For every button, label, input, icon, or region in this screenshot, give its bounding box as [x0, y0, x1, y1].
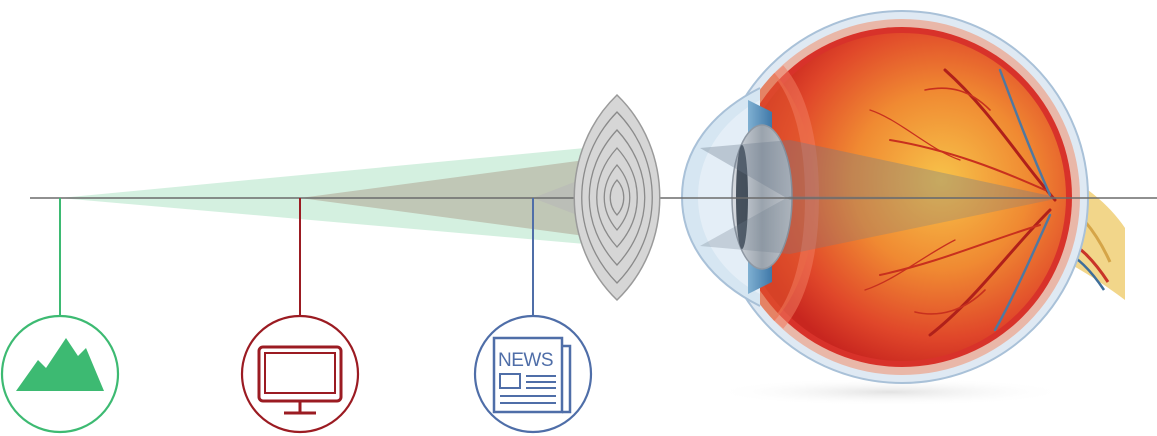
eye-shadow: [710, 378, 1070, 406]
newspaper-masthead: NEWS: [498, 350, 553, 371]
retinal-vessels: [864, 68, 1057, 337]
focus-beam-upper: [700, 140, 1060, 200]
far-vision-cone: [60, 148, 585, 244]
intermediate-distance-badge: [240, 314, 360, 434]
newspaper-icon: NEWS: [492, 336, 572, 414]
near-distance-badge: NEWS: [473, 314, 593, 434]
progressive-lens: [573, 93, 661, 302]
far-distance-badge: [0, 314, 120, 434]
focus-beam-lower: [700, 196, 1060, 254]
mountains-icon: [16, 338, 104, 391]
crystalline-lens: [731, 124, 793, 270]
computer-monitor-icon: [257, 345, 343, 415]
eyeball: [715, 10, 1089, 384]
